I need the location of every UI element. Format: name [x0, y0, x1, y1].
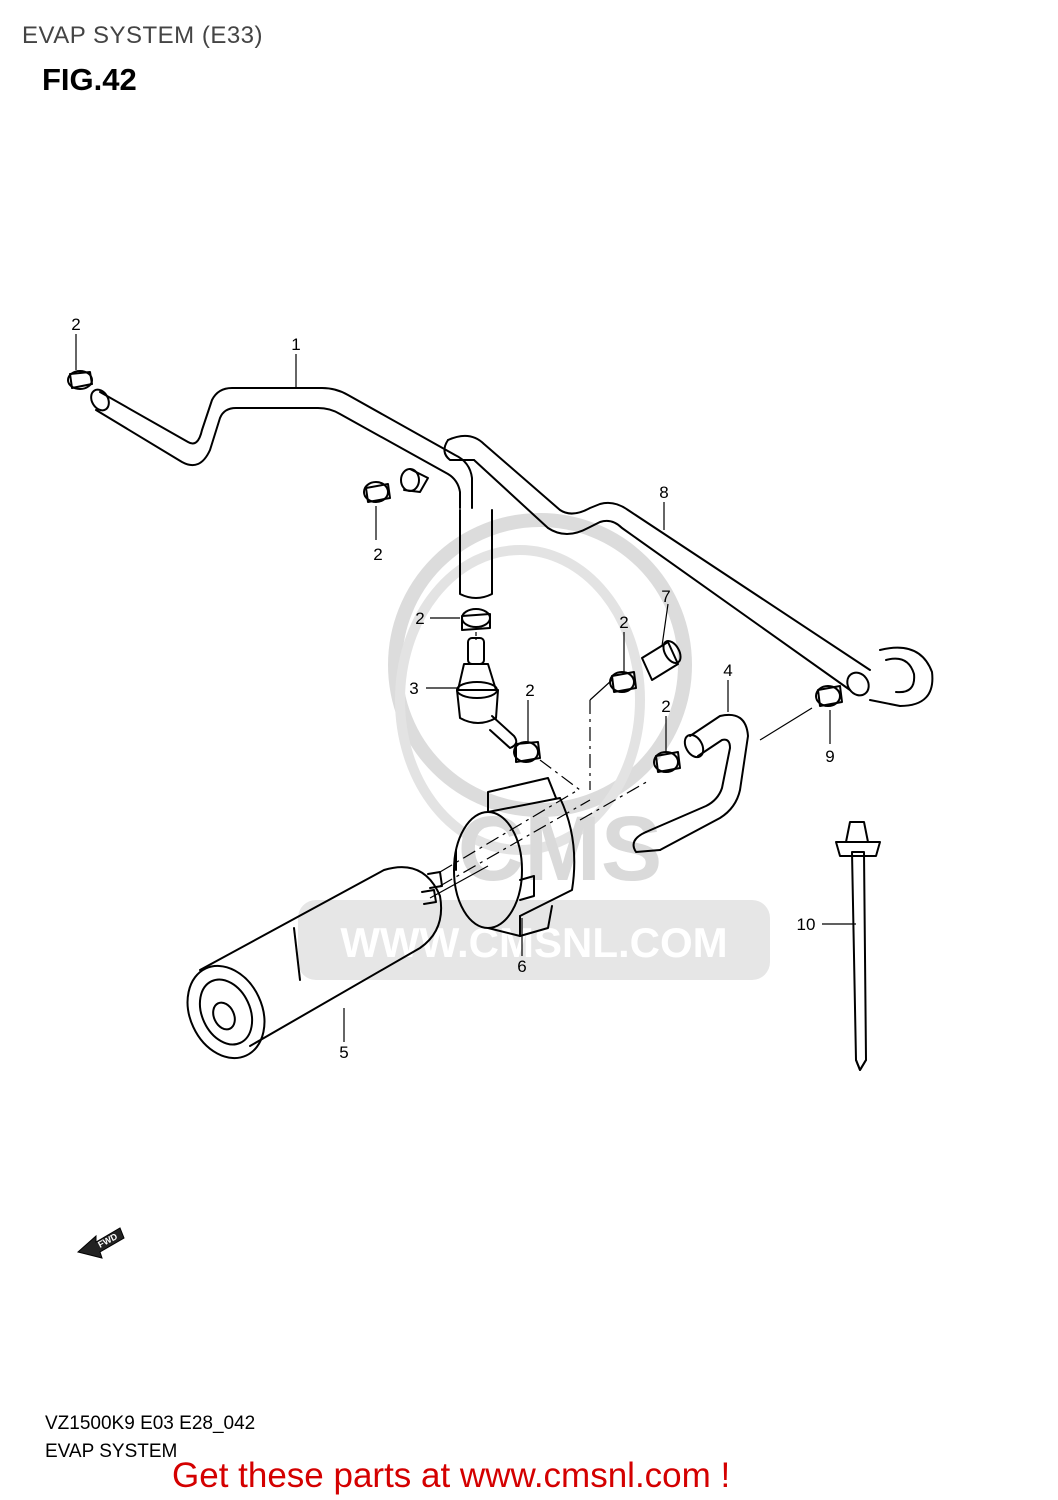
page-title: EVAP SYSTEM (E33) [22, 22, 264, 49]
callouts: 1 2 2 2 2 2 2 3 4 5 6 7 8 9 10 [71, 315, 834, 1062]
section-name: EVAP SYSTEM [45, 1441, 178, 1462]
cable-tie-10 [835, 821, 881, 1071]
callout-2b: 2 [373, 545, 382, 564]
figure-number: FIG.42 [42, 62, 137, 97]
fwd-arrow-icon: FWD [76, 1227, 125, 1259]
clamp-2-near-7 [609, 671, 637, 693]
clamp-2-upper [363, 468, 429, 503]
watermark-logo: CMS [458, 798, 662, 900]
hose-8 [443, 434, 934, 707]
leader-lines [75, 334, 856, 1042]
valve-3 [456, 637, 518, 749]
bracket-6 [453, 777, 576, 937]
hose-4 [632, 714, 749, 853]
clamp-2-near-4 [653, 751, 681, 773]
callout-7: 7 [661, 587, 670, 606]
callout-5: 5 [339, 1043, 348, 1062]
callout-6: 6 [517, 957, 526, 976]
clamp-2-top-left [67, 370, 93, 390]
callout-2f: 2 [661, 697, 670, 716]
cta-link[interactable]: Get these parts at www.cmsnl.com ! [172, 1456, 731, 1495]
callout-2c: 2 [415, 609, 424, 628]
model-code: VZ1500K9 E03 E28_042 [45, 1413, 256, 1434]
clamp-2-middle [461, 608, 491, 631]
clamp-2-lower-left [513, 741, 541, 763]
callout-9: 9 [825, 747, 834, 766]
watermark-banner [298, 900, 770, 980]
callout-10: 10 [797, 915, 816, 934]
callout-2a: 2 [71, 315, 80, 334]
callout-2d: 2 [525, 681, 534, 700]
callout-8: 8 [659, 483, 668, 502]
tube-7 [641, 640, 682, 681]
canister-5 [186, 866, 443, 1060]
callout-1: 1 [291, 335, 300, 354]
callout-3: 3 [409, 679, 418, 698]
callout-4: 4 [723, 661, 732, 680]
callout-2e: 2 [619, 613, 628, 632]
clamp-9 [815, 685, 843, 707]
watermark: CMS WWW.CMSNL.COM [298, 513, 770, 980]
watermark-url: WWW.CMSNL.COM [340, 919, 727, 966]
